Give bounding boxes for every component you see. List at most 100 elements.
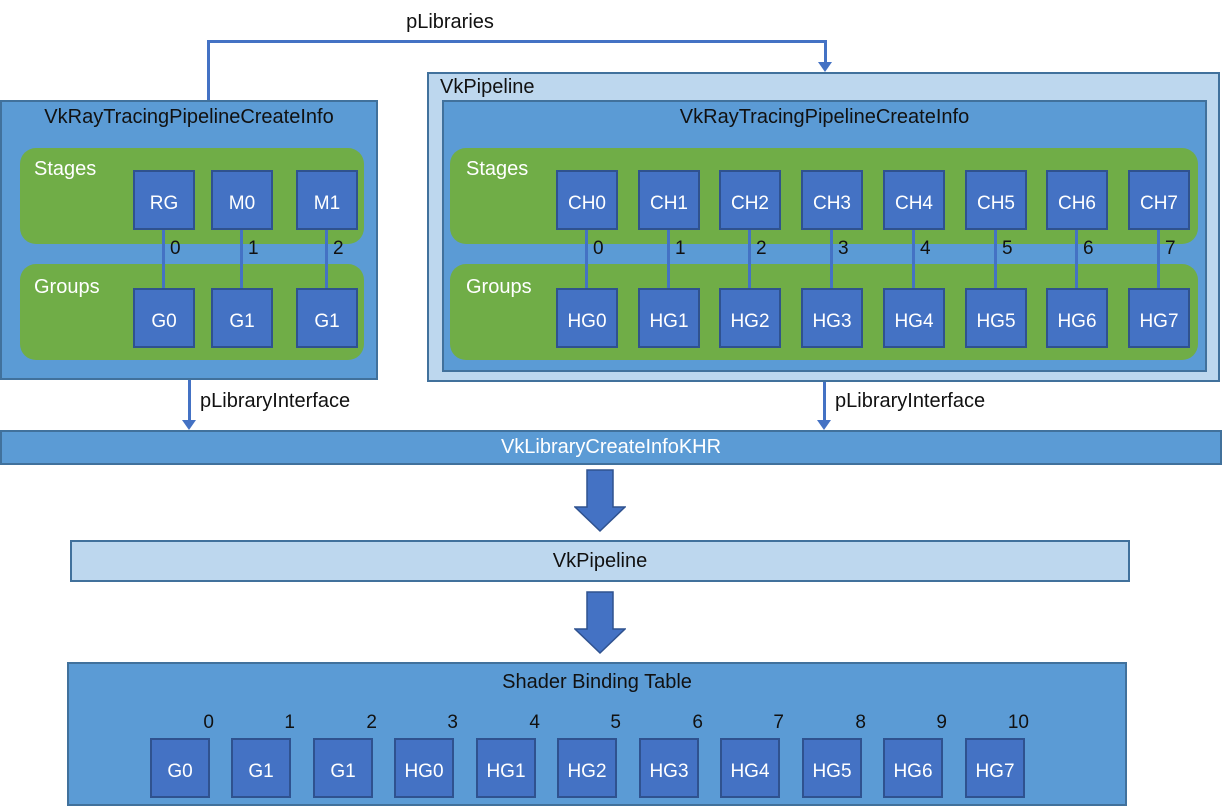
sbt-cell-7: 7 HG4 [718,712,788,810]
vkpipeline-result-bar: VkPipeline [70,540,1130,582]
stage-group-connector [240,228,243,290]
sbt-cell-9: 9 HG6 [881,712,951,810]
group-square: HG3 [801,288,863,348]
sbt-index: 10 [1007,712,1029,733]
right-column-5: CH5 5 HG5 [965,170,1027,348]
sbt-cell-2: 2 G1 [311,712,381,810]
sbt-cell-0: 0 G0 [148,712,218,810]
stage-group-connector [162,228,165,290]
stage-square: CH1 [638,170,700,230]
sbt-cell-3: 3 HG0 [392,712,462,810]
group-index: 2 [333,238,344,259]
group-square: G1 [211,288,273,348]
group-index: 0 [593,238,604,259]
group-square: HG7 [1128,288,1190,348]
stage-group-connector [994,228,997,290]
sbt-index: 7 [773,712,784,733]
right-column-7: CH7 7 HG7 [1128,170,1190,348]
sbt-index: 9 [936,712,947,733]
sbt-cell-8: 8 HG5 [800,712,870,810]
left-plibraryinterface-label: pLibraryInterface [200,390,351,412]
group-index: 1 [248,238,259,259]
group-index: 2 [756,238,767,259]
plibraries-connector-right-segment [824,40,827,62]
group-index: 1 [675,238,686,259]
sbt-square: HG6 [883,738,943,798]
left-plibraryinterface-connector [188,380,191,420]
left-stages-label: Stages [34,158,97,180]
left-column-1: M0 1 G1 [211,170,273,348]
group-square: HG4 [883,288,945,348]
group-square: HG0 [556,288,618,348]
sbt-index: 2 [366,712,377,733]
stage-square: RG [133,170,195,230]
right-groups-label: Groups [466,276,532,298]
sbt-index: 6 [692,712,703,733]
right-plibraryinterface-label: pLibraryInterface [835,390,986,412]
sbt-square: HG0 [394,738,454,798]
sbt-square: HG3 [639,738,699,798]
sbt-cell-4: 4 HG1 [474,712,544,810]
group-index: 7 [1165,238,1176,259]
left-plibraryinterface-arrowhead-icon [182,420,196,430]
plibraries-connector-top-segment [207,40,827,43]
right-createinfo-title: VkRayTracingPipelineCreateInfo [679,106,970,128]
stage-square: CH0 [556,170,618,230]
stage-square: CH2 [719,170,781,230]
sbt-index: 8 [855,712,866,733]
group-square: HG2 [719,288,781,348]
right-stages-label: Stages [466,158,529,180]
sbt-index: 4 [529,712,540,733]
stage-group-connector [912,228,915,290]
right-column-4: CH4 4 HG4 [883,170,945,348]
left-groups-label: Groups [34,276,100,298]
library-createinfo-bar: VkLibraryCreateInfoKHR [0,430,1222,465]
group-index: 6 [1083,238,1094,259]
sbt-cell-1: 1 G1 [229,712,299,810]
group-index: 3 [838,238,849,259]
right-column-3: CH3 3 HG3 [801,170,863,348]
stage-square: CH4 [883,170,945,230]
sbt-square: HG5 [802,738,862,798]
right-column-0: CH0 0 HG0 [556,170,618,348]
stage-group-connector [830,228,833,290]
group-square: G0 [133,288,195,348]
vkpipeline-container-title: VkPipeline [440,76,535,98]
stage-group-connector [1157,228,1160,290]
group-index: 5 [1002,238,1013,259]
group-square: HG5 [965,288,1027,348]
group-index: 4 [920,238,931,259]
sbt-square: G0 [150,738,210,798]
stage-square: CH5 [965,170,1027,230]
sbt-square: HG2 [557,738,617,798]
plibraries-connector-left-segment [207,40,210,102]
sbt-cell-6: 6 HG3 [637,712,707,810]
sbt-index: 0 [203,712,214,733]
shader-binding-table-title: Shader Binding Table [502,671,692,693]
sbt-square: HG4 [720,738,780,798]
sbt-index: 5 [610,712,621,733]
down-block-arrow-icon [574,469,626,533]
left-createinfo-title: VkRayTracingPipelineCreateInfo [44,106,334,128]
left-column-2: M1 2 G1 [296,170,358,348]
right-column-1: CH1 1 HG1 [638,170,700,348]
sbt-index: 3 [447,712,458,733]
stage-group-connector [1075,228,1078,290]
stage-square: M1 [296,170,358,230]
stage-square: CH6 [1046,170,1108,230]
right-plibraryinterface-connector [823,382,826,420]
sbt-square: G1 [313,738,373,798]
group-index: 0 [170,238,181,259]
right-column-2: CH2 2 HG2 [719,170,781,348]
group-square: G1 [296,288,358,348]
sbt-square: G1 [231,738,291,798]
down-block-arrow-icon [574,591,626,655]
sbt-cell-10: 10 HG7 [963,712,1033,810]
right-column-6: CH6 6 HG6 [1046,170,1108,348]
stage-square: M0 [211,170,273,230]
stage-group-connector [585,228,588,290]
group-square: HG6 [1046,288,1108,348]
plibraries-label: pLibraries [406,11,494,33]
sbt-index: 1 [284,712,295,733]
